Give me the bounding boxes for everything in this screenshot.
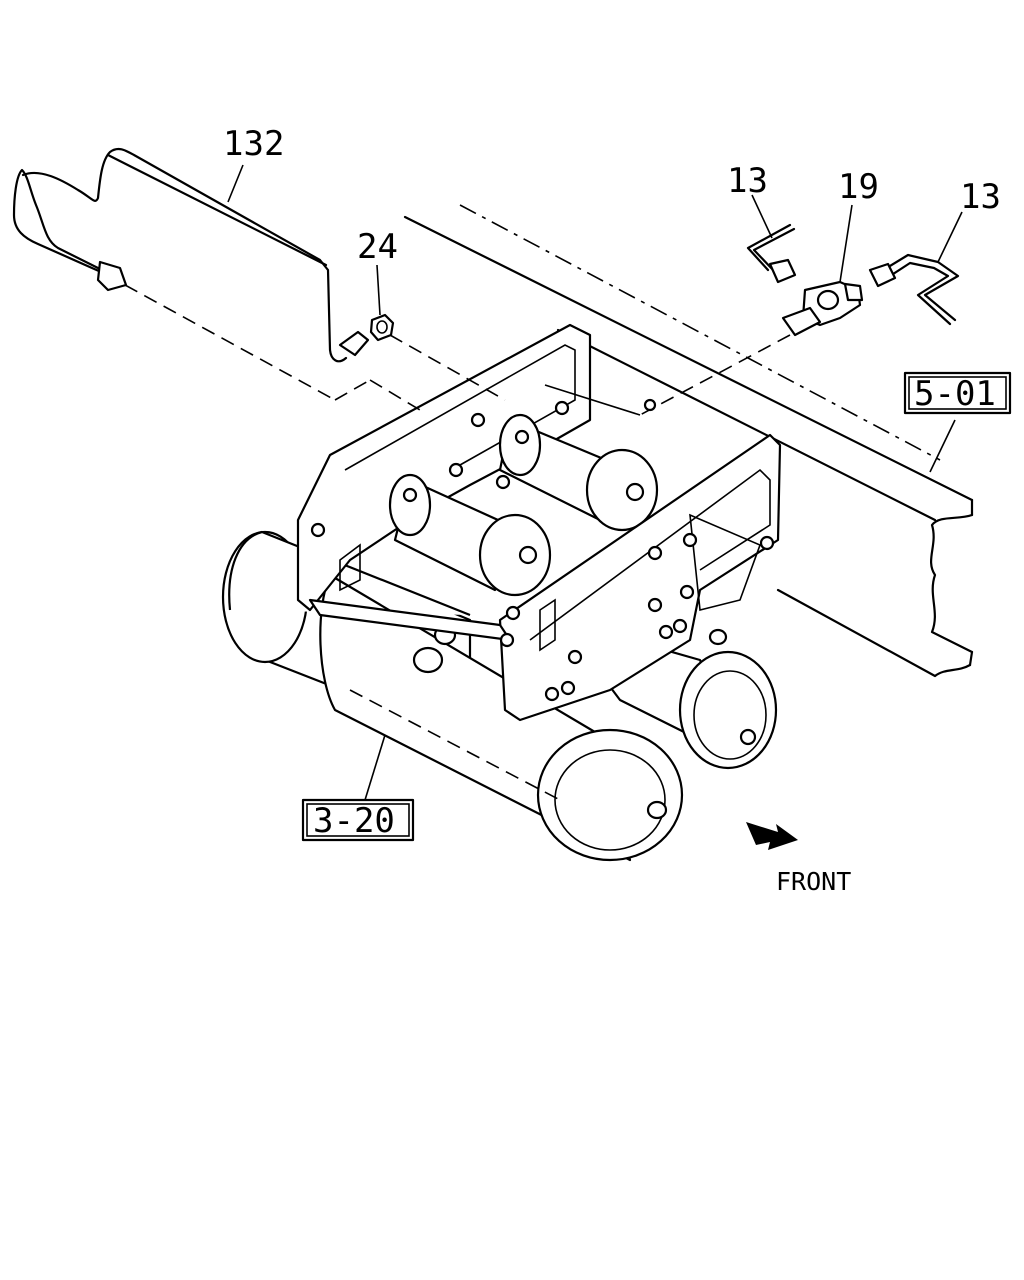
air-tank-left <box>319 573 684 862</box>
pipe-13-right <box>868 253 960 326</box>
frame-rail <box>403 204 974 678</box>
chamber-rear <box>498 413 659 532</box>
callout-13-left: 13 <box>727 161 768 201</box>
callout-13-right: 13 <box>960 177 1001 217</box>
joint-19 <box>781 280 864 337</box>
nut-24 <box>369 313 395 342</box>
ref-box-3-20: 3-20 <box>301 798 415 842</box>
leader-13-left <box>751 194 773 239</box>
pipe-132-centerline-c <box>369 379 421 411</box>
leader-5-01 <box>929 419 956 473</box>
joint-centerline <box>639 334 791 416</box>
pipe-13-left <box>746 223 797 284</box>
ref-5-01-label: 5-01 <box>914 374 996 414</box>
tank-centerline <box>349 689 561 801</box>
front-arrow-icon <box>746 822 798 850</box>
chamber-front <box>388 473 552 597</box>
ref-3-20-label: 3-20 <box>313 801 395 841</box>
joint-fitting-dot <box>643 398 657 412</box>
leader-3-20 <box>364 734 386 801</box>
bracket-front <box>308 400 782 722</box>
callout-24: 24 <box>357 227 398 267</box>
leader-13-right <box>937 211 963 263</box>
nut-24-centerline <box>389 334 506 401</box>
joint-leader-b <box>544 384 641 416</box>
pipe-132-centerline <box>124 284 336 401</box>
pipe-132-centerline-b <box>334 379 371 401</box>
pipe-132 <box>12 147 370 363</box>
front-label: FRONT <box>776 867 851 896</box>
bracket-rear <box>296 323 592 612</box>
callout-132: 132 <box>223 124 284 164</box>
leader-19 <box>839 204 853 283</box>
ref-box-5-01: 5-01 <box>903 371 1012 415</box>
callout-19: 19 <box>838 167 879 207</box>
leader-24 <box>376 264 381 316</box>
leader-132 <box>227 164 244 203</box>
